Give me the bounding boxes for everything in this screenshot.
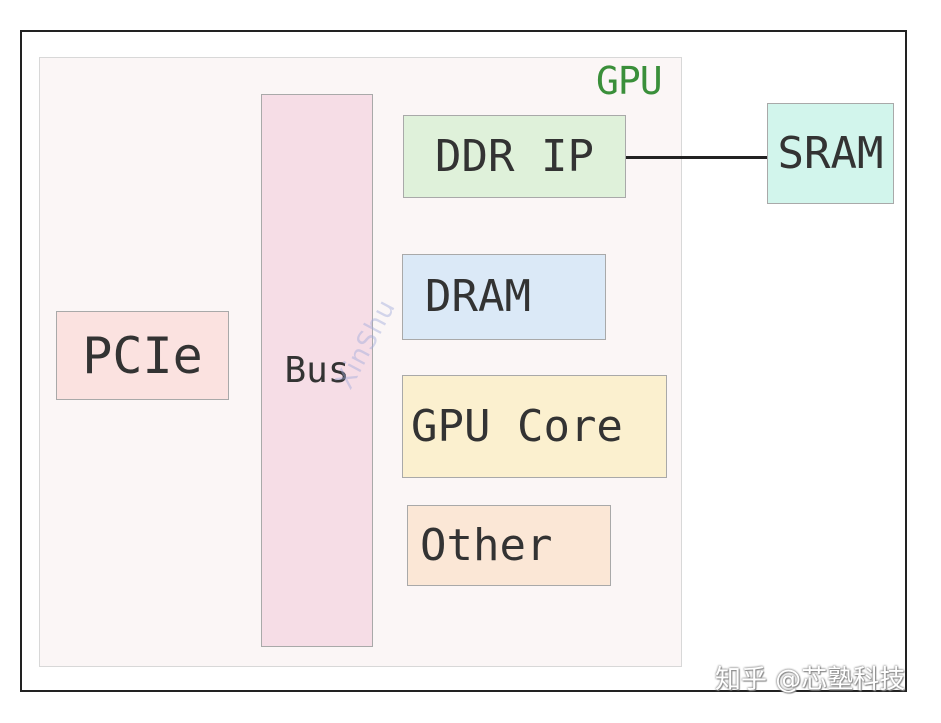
pcie-label: PCIe <box>82 326 203 385</box>
other-block: Other <box>407 505 611 586</box>
ddr-ip-block: DDR IP <box>403 115 626 198</box>
dram-label: DRAM <box>425 271 531 322</box>
gpu-label: GPU <box>596 59 663 103</box>
other-label: Other <box>420 519 553 571</box>
gpu-core-block: GPU Core <box>402 375 667 478</box>
bus-label: Bus <box>284 349 350 391</box>
source-credit: 知乎 @芯塾科技 <box>715 665 906 695</box>
bus-block: Bus <box>261 94 373 647</box>
ddr-ip-label: DDR IP <box>435 130 594 182</box>
sram-block: SRAM <box>767 103 894 204</box>
sram-label: SRAM <box>777 127 884 179</box>
dram-block: DRAM <box>402 254 606 340</box>
ddr-sram-connector <box>626 156 767 159</box>
pcie-block: PCIe <box>56 311 229 400</box>
gpu-core-label: GPU Core <box>411 400 623 452</box>
